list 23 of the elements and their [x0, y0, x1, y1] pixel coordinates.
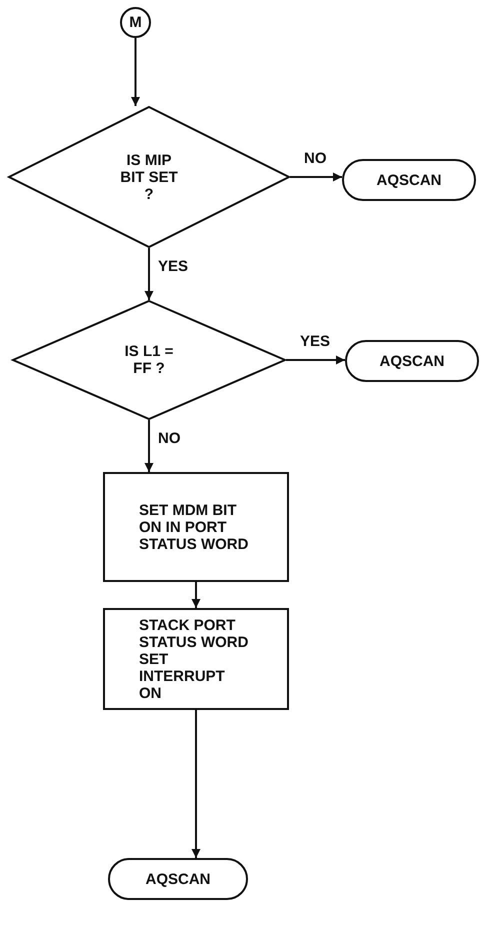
arrow	[131, 38, 140, 106]
arrow	[286, 356, 345, 364]
decision-diamond	[8, 106, 290, 248]
arrow	[192, 710, 200, 858]
terminator-shape	[342, 159, 476, 201]
process-text: SET MDM BIT ON IN PORT STATUS WORD	[138, 502, 250, 552]
decision-diamond	[12, 300, 286, 420]
terminator-shape	[108, 858, 248, 900]
arrow	[192, 582, 200, 608]
process-box	[103, 472, 289, 582]
process-box	[103, 608, 289, 710]
terminator-label: AQSCAN	[376, 172, 442, 188]
terminator-label: AQSCAN	[379, 352, 444, 370]
connector-letter: M	[129, 14, 142, 31]
decision-text: IS MIP BIT SET ?	[119, 152, 179, 202]
terminator-label: AQSCAN	[145, 870, 210, 888]
arrow	[290, 172, 342, 182]
terminator-shape	[345, 340, 479, 382]
arrow	[144, 248, 154, 300]
connector-circle	[120, 7, 151, 38]
process-text: STACK PORT STATUS WORD SET INTERRUPT ON	[138, 616, 250, 702]
decision-text: IS L1 = FF ?	[124, 343, 174, 377]
arrow	[144, 420, 154, 472]
